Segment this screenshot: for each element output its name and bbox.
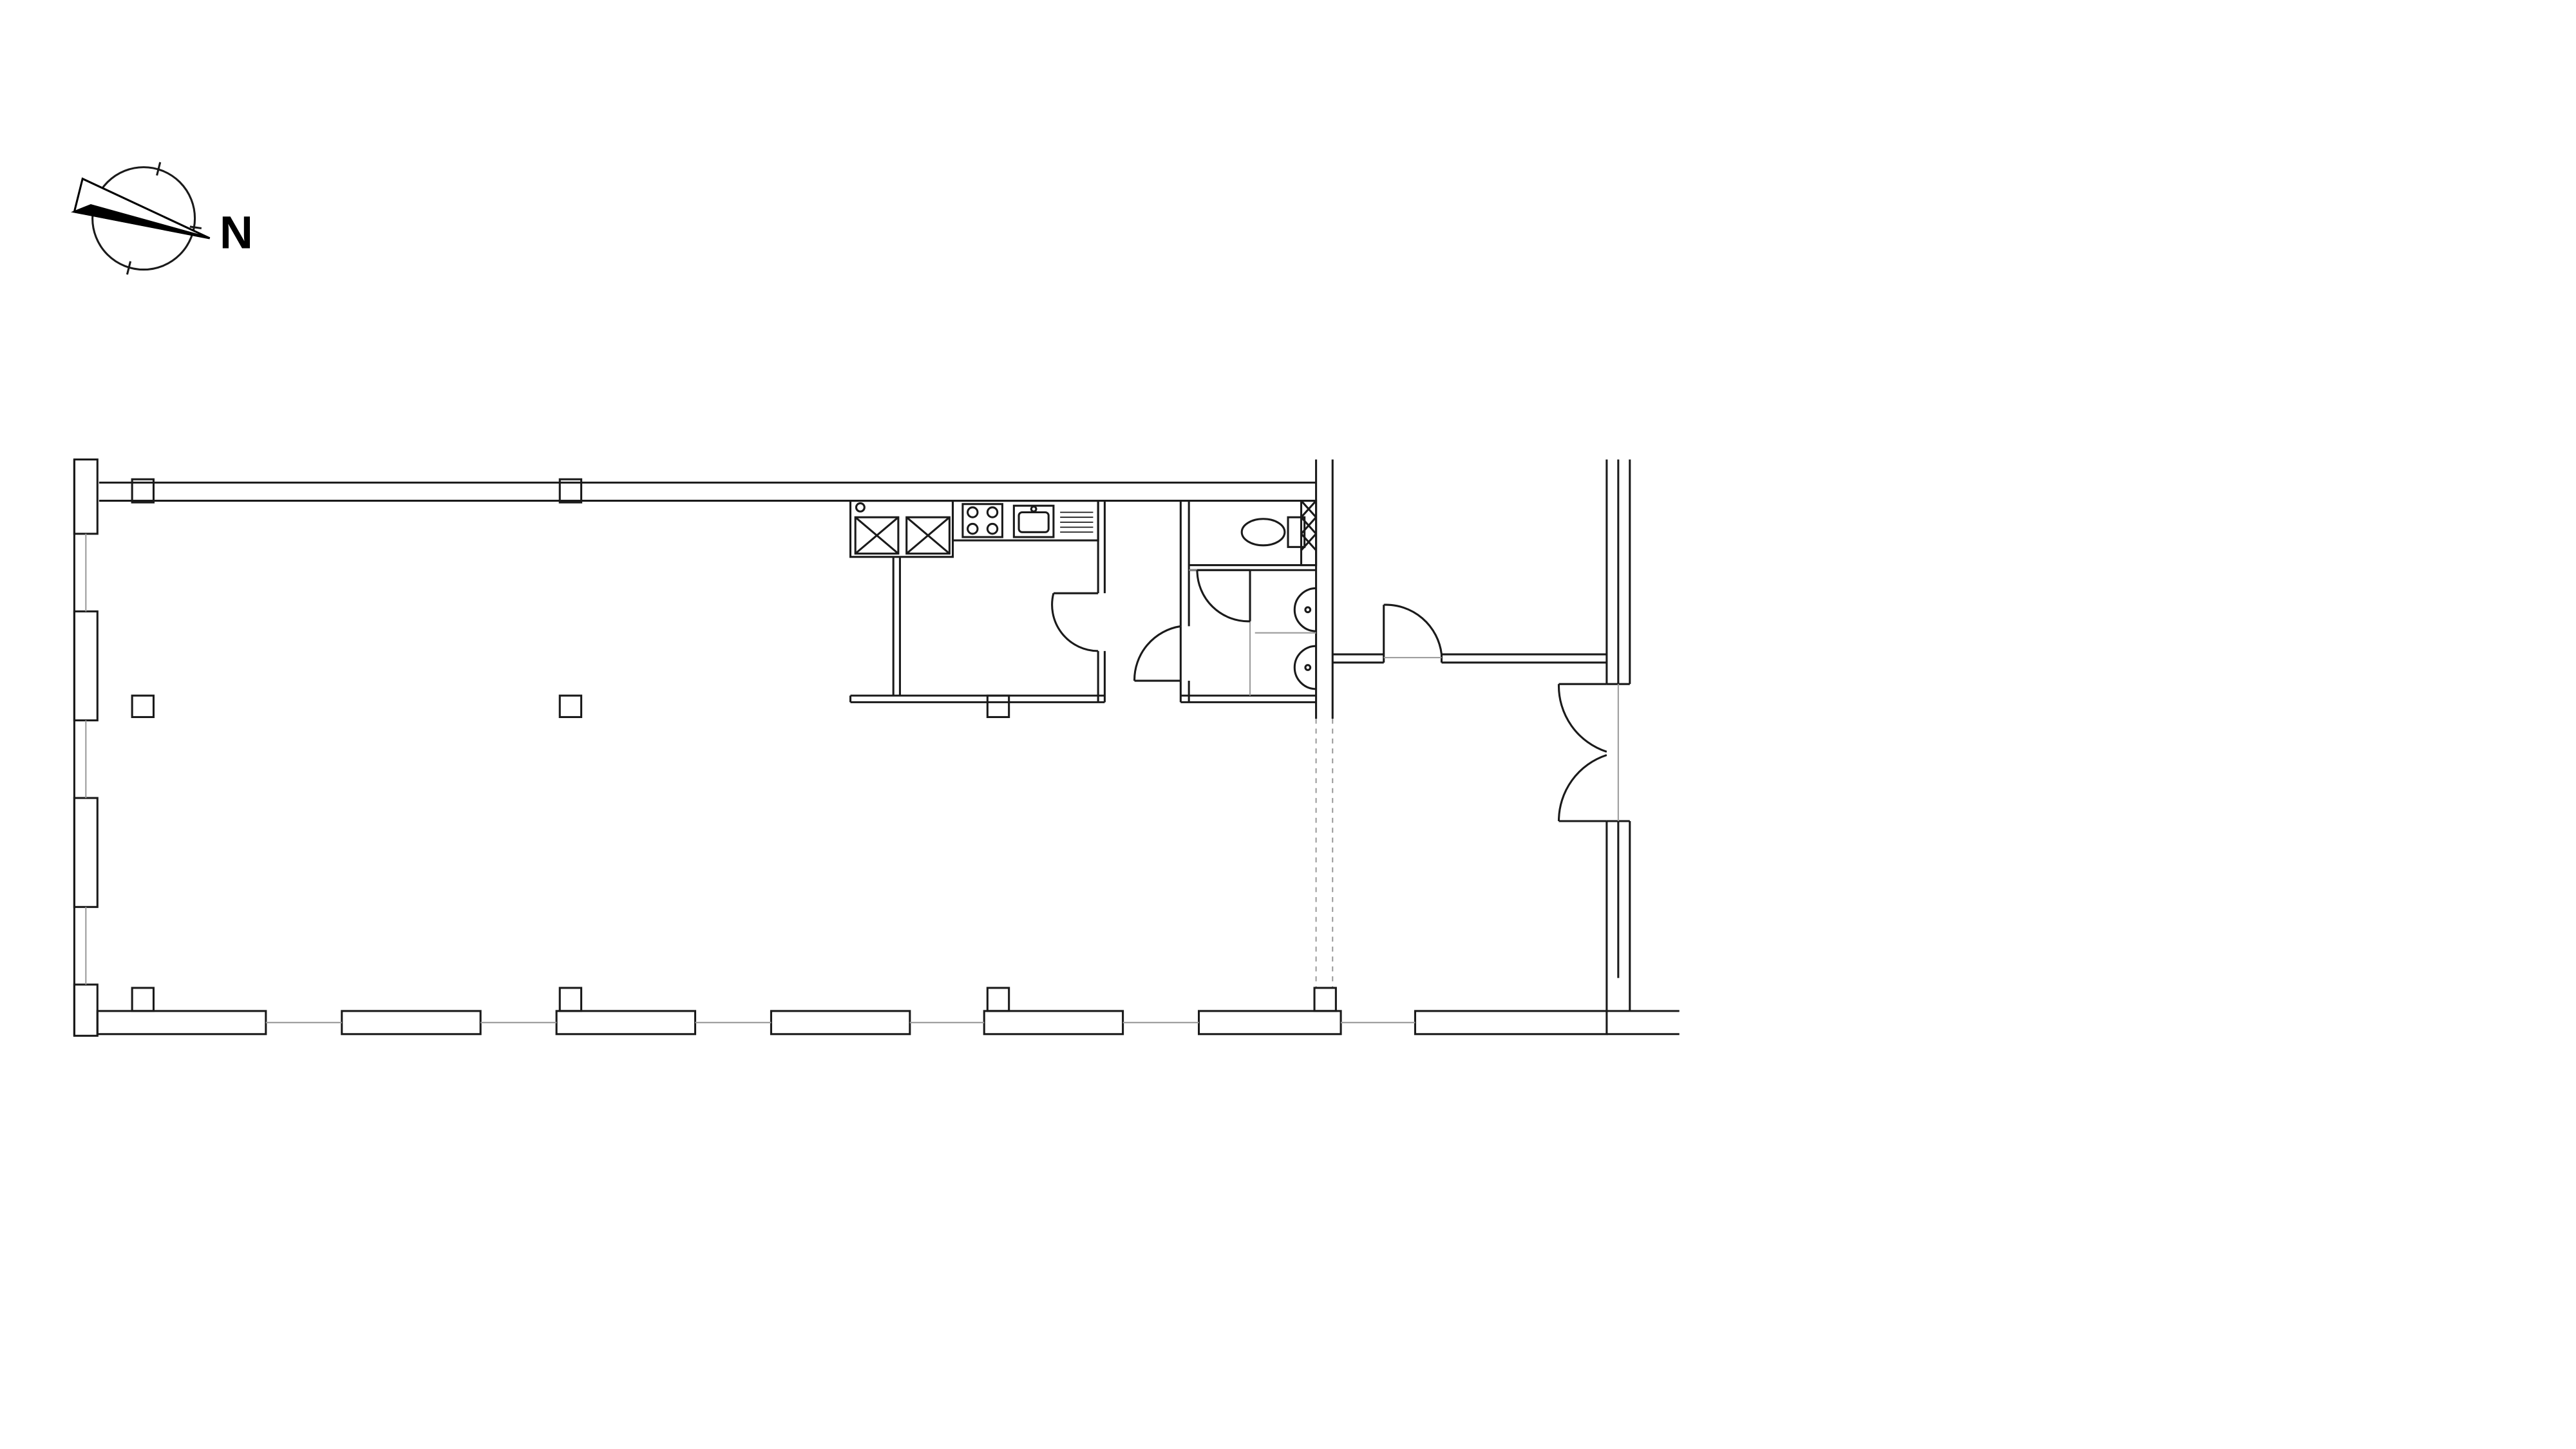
appliance-right [905,516,951,555]
entrance-double-door[interactable] [1557,683,1607,822]
washbasin-icon [1293,645,1316,690]
stove-icon [961,503,1003,538]
bathroom-door-outer[interactable] [1133,625,1182,682]
kitchen [849,500,1106,703]
kitchen-door[interactable] [1051,592,1099,652]
exterior-walls [73,458,1680,1037]
sink-icon [1012,504,1055,538]
north-label: N [220,207,253,258]
toilet-icon [1240,516,1306,548]
drainboard [1060,511,1094,533]
corridor [1332,603,1607,822]
shelf [1300,500,1318,567]
washbasin-icon [1293,587,1316,632]
bathrooms [1133,500,1318,703]
appliance-left [854,502,900,555]
columns [131,478,1337,1012]
compass-icon: N [70,162,253,275]
bathroom-door-inner[interactable] [1196,569,1251,623]
corridor-door[interactable] [1383,603,1443,655]
